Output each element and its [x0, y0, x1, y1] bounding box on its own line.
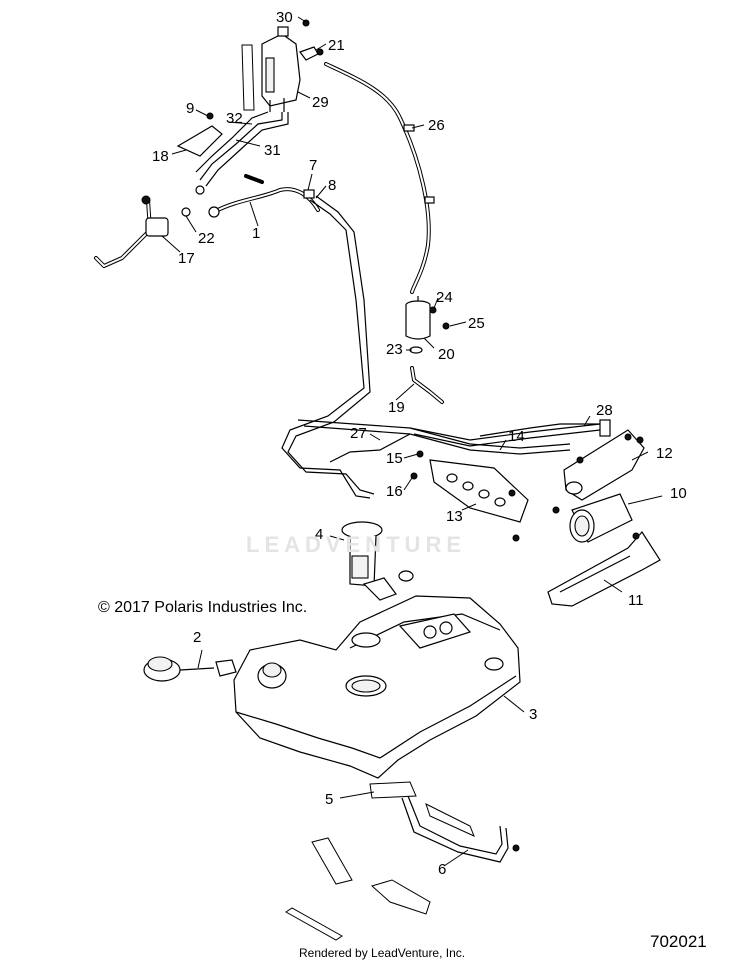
part-1-fuel-hose — [208, 174, 320, 218]
callout-15: 15 — [386, 450, 403, 467]
callout-22: 22 — [198, 230, 215, 247]
callout-14: 14 — [508, 428, 525, 445]
part-27-fuel-lines — [281, 195, 571, 499]
callout-10: 10 — [670, 485, 687, 502]
part-3-fuel-tank — [233, 595, 521, 779]
callout-5: 5 — [325, 791, 334, 808]
leader-lines — [161, 16, 663, 867]
callout-2: 2 — [193, 629, 202, 646]
callout-19: 19 — [388, 399, 405, 416]
rendered-by-text: Rendered by LeadVenture, Inc. — [299, 946, 466, 960]
callout-9: 9 — [186, 100, 195, 117]
diagram-number: 702021 — [650, 932, 707, 951]
callout-30: 30 — [276, 9, 293, 26]
part-12-cover — [563, 429, 645, 501]
part-6-pad-c — [370, 879, 431, 915]
part-26-vent-hose — [324, 62, 435, 294]
callout-29: 29 — [312, 94, 329, 111]
part-18-bracket — [176, 125, 223, 157]
part-2-fuel-cap — [143, 656, 237, 682]
part-16-screw — [410, 472, 418, 480]
part-6-pad-b — [311, 837, 353, 885]
part-20-fuel-filter — [405, 296, 431, 340]
callout-16: 16 — [386, 483, 403, 500]
callout-25: 25 — [468, 315, 485, 332]
part-21-clip — [299, 46, 324, 61]
callout-7: 7 — [309, 157, 318, 174]
part-24-screw — [429, 306, 437, 314]
part-29-pad — [241, 44, 255, 111]
callout-12: 12 — [656, 445, 673, 462]
callout-8: 8 — [328, 177, 337, 194]
part-6-pad-a — [425, 803, 475, 837]
part-31-vent-line — [195, 111, 269, 173]
callout-27: 27 — [350, 425, 367, 442]
callout-3: 3 — [529, 706, 538, 723]
part-22-clamp — [181, 185, 205, 217]
callout-17: 17 — [178, 250, 195, 267]
part-11-bracket — [547, 531, 661, 607]
callout-24: 24 — [436, 289, 453, 306]
part-6-pad-d — [285, 907, 343, 941]
part-4-pump-module — [341, 521, 414, 601]
callout-26: 26 — [428, 117, 445, 134]
part-14-fuel-line — [409, 423, 601, 447]
part-32-vent-line — [199, 112, 289, 187]
callout-4: 4 — [315, 526, 324, 543]
copyright-text: © 2017 Polaris Industries Inc. — [98, 599, 308, 616]
callout-23: 23 — [386, 341, 403, 358]
watermark: LEADVENTURE — [246, 532, 467, 557]
part-5-pad — [369, 781, 417, 799]
callout-11: 11 — [628, 592, 644, 609]
part-19-hose — [410, 366, 444, 404]
part-29-reservoir — [261, 26, 301, 112]
part-6-strap — [401, 795, 520, 863]
part-10-fuel-pump — [552, 493, 633, 543]
callout-18: 18 — [152, 148, 169, 165]
callout-20: 20 — [438, 346, 455, 363]
callout-31: 31 — [264, 142, 281, 159]
part-17-vent-valve — [94, 195, 169, 268]
callout-13: 13 — [446, 508, 463, 525]
callout-6: 6 — [438, 861, 447, 878]
callout-21: 21 — [328, 37, 345, 54]
callout-1: 1 — [252, 225, 261, 242]
part-25-screw — [442, 322, 450, 330]
part-28-line — [479, 419, 611, 437]
callout-28: 28 — [596, 402, 613, 419]
part-7-clip — [303, 189, 315, 199]
part-13-bracket — [429, 459, 529, 542]
callout-32: 32 — [226, 110, 243, 127]
